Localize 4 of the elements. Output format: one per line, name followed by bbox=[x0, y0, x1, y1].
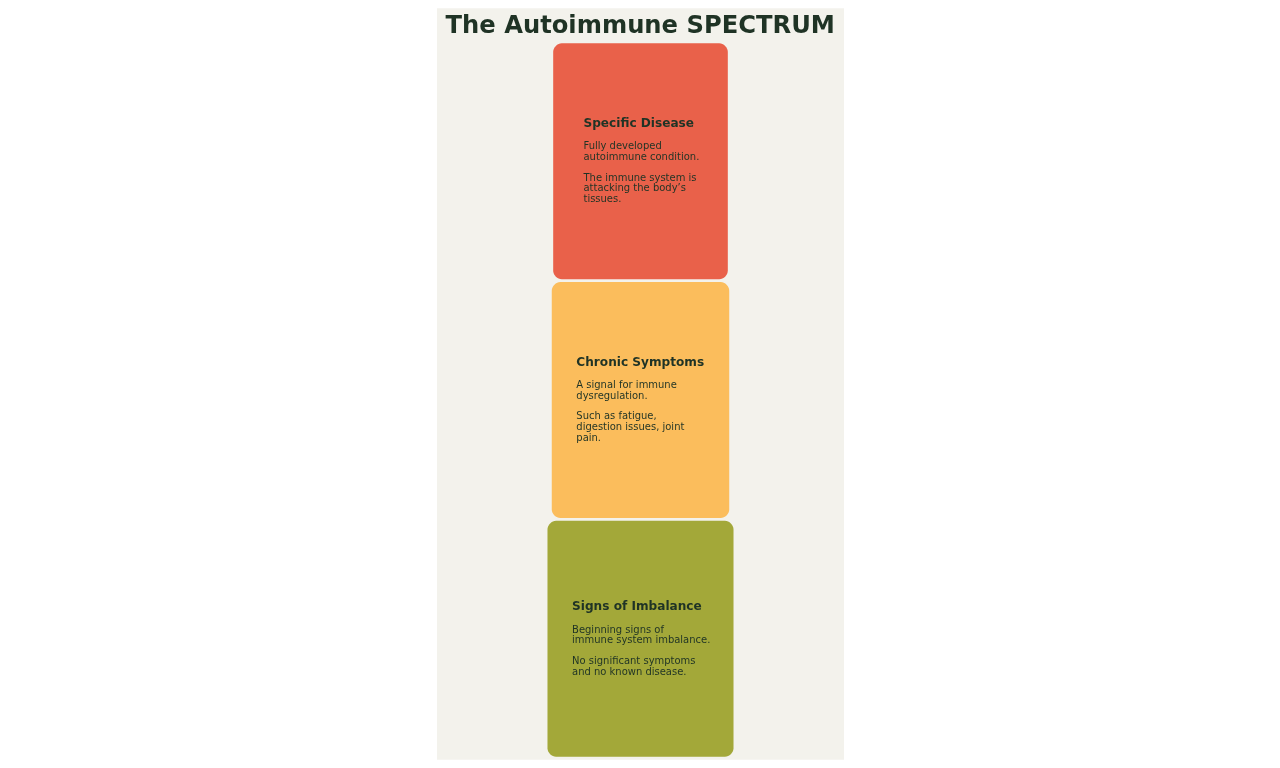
node-box: Signs of Imbalance Beginning signs of immune system imbalance. No significant symptoms and no known disease. bbox=[547, 520, 733, 757]
diagram-title: The Autoimmune SPECTRUM bbox=[445, 10, 835, 39]
node-box: Chronic Symptoms A signal for immune dysregulation. Such as fatigue, digestion issues, joint pain. bbox=[551, 282, 729, 518]
node-box: Specific Disease Fully developed autoimmune condition. The immune system is attacking the body’s tissues. bbox=[552, 43, 728, 280]
